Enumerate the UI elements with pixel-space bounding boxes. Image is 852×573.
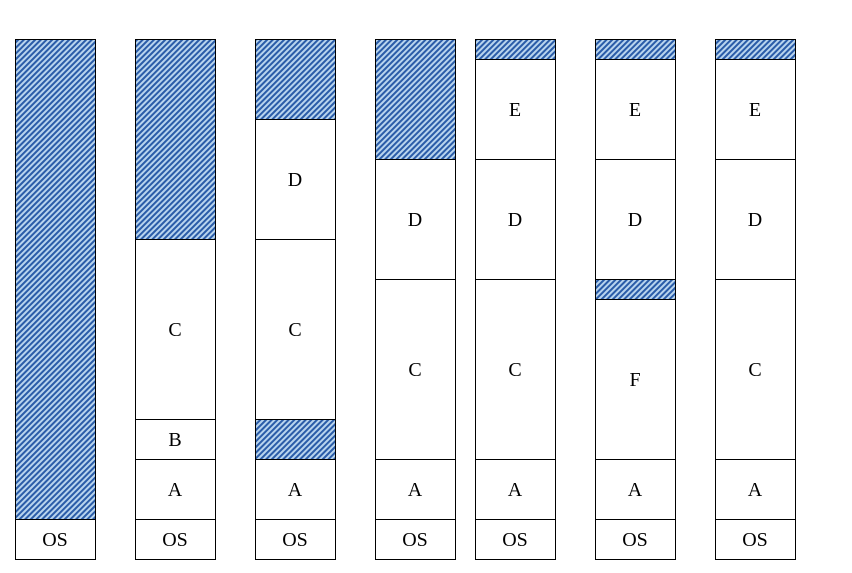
segment-label: A	[628, 479, 643, 501]
segment-c	[135, 239, 216, 420]
free-hole	[475, 39, 556, 60]
segment-a	[595, 459, 676, 520]
segment-d	[255, 119, 336, 240]
segment-label: OS	[282, 529, 308, 551]
segment-os	[475, 519, 556, 560]
segment-d	[375, 159, 456, 280]
segment-label: E	[509, 99, 521, 121]
segment-label: C	[288, 319, 301, 341]
segment-os	[715, 519, 796, 560]
segment-e	[715, 59, 796, 160]
memory-columns: OS C B A OS D C A OS D C A OS E D C A OS E D F A OS E D C A OS	[15, 39, 796, 560]
segment-d	[475, 159, 556, 280]
segment-d	[715, 159, 796, 280]
segment-label: D	[748, 209, 762, 231]
segment-a	[135, 459, 216, 520]
segment-label: OS	[162, 529, 188, 551]
free-hole	[595, 39, 676, 60]
segment-e	[475, 59, 556, 160]
segment-label: D	[288, 169, 302, 191]
segment-f	[595, 299, 676, 460]
free-hole	[375, 39, 456, 160]
memory-snapshot-1: OS	[15, 39, 96, 560]
segment-label: C	[168, 319, 181, 341]
segment-label: OS	[622, 529, 648, 551]
segment-label: F	[629, 369, 640, 391]
segment-label: D	[408, 209, 422, 231]
memory-snapshot-3: D C A OS	[255, 39, 336, 560]
segment-label: C	[408, 359, 421, 381]
segment-label: E	[629, 99, 641, 121]
segment-c	[715, 279, 796, 460]
memory-snapshot-4: D C A OS	[375, 39, 456, 560]
segment-os	[255, 519, 336, 560]
segment-label: OS	[502, 529, 528, 551]
segment-c	[375, 279, 456, 460]
segment-label: D	[628, 209, 642, 231]
segment-d	[595, 159, 676, 280]
segment-label: A	[168, 479, 183, 501]
segment-a	[715, 459, 796, 520]
memory-snapshot-5: E D C A OS	[475, 39, 556, 560]
segment-label: D	[508, 209, 522, 231]
memory-snapshot-2: C B A OS	[135, 39, 216, 560]
segment-a	[255, 459, 336, 520]
segment-label: A	[288, 479, 303, 501]
segment-label: A	[408, 479, 423, 501]
segment-b	[135, 419, 216, 460]
segment-a	[375, 459, 456, 520]
segment-label: OS	[402, 529, 428, 551]
segment-label: A	[748, 479, 763, 501]
segment-e	[595, 59, 676, 160]
memory-snapshot-6: E D F A OS	[595, 39, 676, 560]
free-hole	[595, 279, 676, 300]
segment-label: B	[168, 429, 181, 451]
segment-label: OS	[42, 529, 68, 551]
segment-c	[475, 279, 556, 460]
segment-label: OS	[742, 529, 768, 551]
memory-snapshot-7: E D C A OS	[715, 39, 796, 560]
free-hole	[135, 39, 216, 240]
segment-os	[15, 519, 96, 560]
segment-label: E	[749, 99, 761, 121]
free-hole	[15, 39, 96, 520]
free-hole	[255, 39, 336, 120]
segment-label: C	[508, 359, 521, 381]
segment-os	[375, 519, 456, 560]
free-hole	[255, 419, 336, 460]
segment-os	[135, 519, 216, 560]
segment-a	[475, 459, 556, 520]
free-hole	[715, 39, 796, 60]
segment-label: A	[508, 479, 523, 501]
segment-os	[595, 519, 676, 560]
segment-label: C	[748, 359, 761, 381]
